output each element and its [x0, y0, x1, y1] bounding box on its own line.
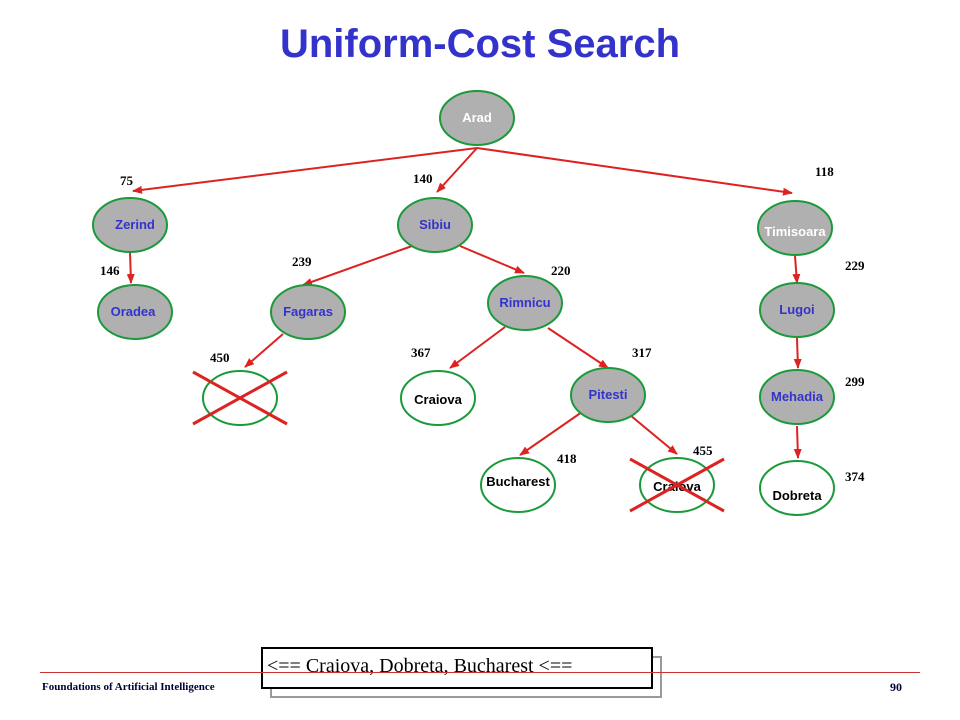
costs-layer: 75 140 118 146 239 220 229 450 367 317 299 418 455 37… [100, 164, 865, 484]
node-label: Arad [462, 110, 492, 125]
edge-cost-label: 317 [632, 345, 652, 360]
edges-layer [126, 147, 802, 459]
edge-cost-label: 75 [120, 173, 134, 188]
node-label: Pitesti [588, 387, 627, 402]
edge-cost-label: 239 [292, 254, 312, 269]
edge-rimnicu-to-craiova-1 [449, 326, 506, 369]
edge-cost-label: 367 [411, 345, 431, 360]
footer-course-title: Foundations of Artificial Intelligence [42, 681, 215, 693]
node-ellipse [270, 284, 346, 340]
edge-cost-label: 220 [551, 263, 571, 278]
node-dobreta: Dobreta [759, 460, 835, 516]
edge-cost-label: 229 [845, 258, 865, 273]
node-label: Zerind [115, 217, 155, 232]
edge-timisoara-to-lugoi [792, 255, 801, 284]
edge-cost-label: 299 [845, 374, 865, 389]
node-ellipse [759, 282, 835, 338]
edge-arad-to-zerind [132, 147, 478, 194]
edge-arad-to-timisoara [476, 147, 793, 196]
node-label: Craiova [414, 392, 462, 407]
page-title: Uniform-Cost Search [279, 22, 681, 66]
node-label: Bucharest [486, 474, 550, 489]
node-label: Fagaras [283, 304, 333, 319]
node-label: Sibiu [419, 217, 451, 232]
node-zerind: Zerind [92, 197, 168, 253]
node-ellipse [439, 90, 515, 146]
node-ellipse [92, 197, 168, 253]
edge-cost-label: 140 [413, 171, 433, 186]
node-craiova-1: Craiova [400, 370, 476, 426]
page-number: 90 [890, 680, 902, 694]
edge-pitesti-to-bucharest [519, 411, 583, 456]
node-ellipse [759, 460, 835, 516]
edge-cost-label: 374 [845, 469, 865, 484]
node-ellipse [757, 200, 833, 256]
edge-cost-label: 418 [557, 451, 577, 466]
queue-box [261, 647, 653, 689]
edge-sibiu-to-fagaras [302, 245, 413, 286]
crosses-layer [192, 370, 725, 513]
node-label: Lugoi [779, 302, 814, 317]
node-fagaras: Fagaras [270, 284, 346, 340]
node-lugoi: Lugoi [759, 282, 835, 338]
node-ellipse [487, 275, 563, 331]
node-mehadia: Mehadia [759, 369, 835, 425]
node-rimnicu: Rimnicu [487, 275, 563, 331]
edge-cost-label: 450 [210, 350, 230, 365]
node-label: Timisoara [764, 224, 826, 239]
node-arad: Arad [439, 90, 515, 146]
edge-cost-label: 118 [815, 164, 834, 179]
edge-cost-label: 146 [100, 263, 120, 278]
node-label: Rimnicu [499, 295, 550, 310]
edge-cost-label: 455 [693, 443, 713, 458]
node-ellipse [97, 284, 173, 340]
edge-mehadia-to-dobreta [793, 425, 802, 459]
footer-divider [40, 672, 920, 673]
node-ellipse [570, 367, 646, 423]
edge-arad-to-sibiu [436, 147, 478, 193]
node-pitesti: Pitesti [570, 367, 646, 423]
node-sibiu: Sibiu [397, 197, 473, 253]
node-label: Mehadia [771, 389, 824, 404]
pruned-cross-icon [629, 457, 725, 513]
edge-sibiu-to-rimnicu [459, 245, 525, 274]
node-bucharest: Bucharest [480, 457, 556, 513]
node-ellipse [480, 457, 556, 513]
edge-zerind-to-oradea [126, 251, 135, 284]
node-label: Oradea [111, 304, 157, 319]
node-timisoara: Timisoara [757, 200, 833, 256]
node-oradea: Oradea [97, 284, 173, 340]
pruned-cross-icon [192, 370, 288, 426]
node-ellipse [400, 370, 476, 426]
queue-text: <== Craiova, Dobreta, Bucharest <== [267, 655, 573, 677]
edge-lugoi-to-mehadia [793, 337, 802, 369]
edge-rimnicu-to-pitesti [547, 327, 609, 369]
edge-fagaras-to-bucharest-crossed [244, 333, 284, 368]
node-label: Dobreta [772, 488, 822, 503]
edge-pitesti-to-craiova-2 [629, 414, 678, 455]
node-ellipse [759, 369, 835, 425]
node-ellipse [397, 197, 473, 253]
